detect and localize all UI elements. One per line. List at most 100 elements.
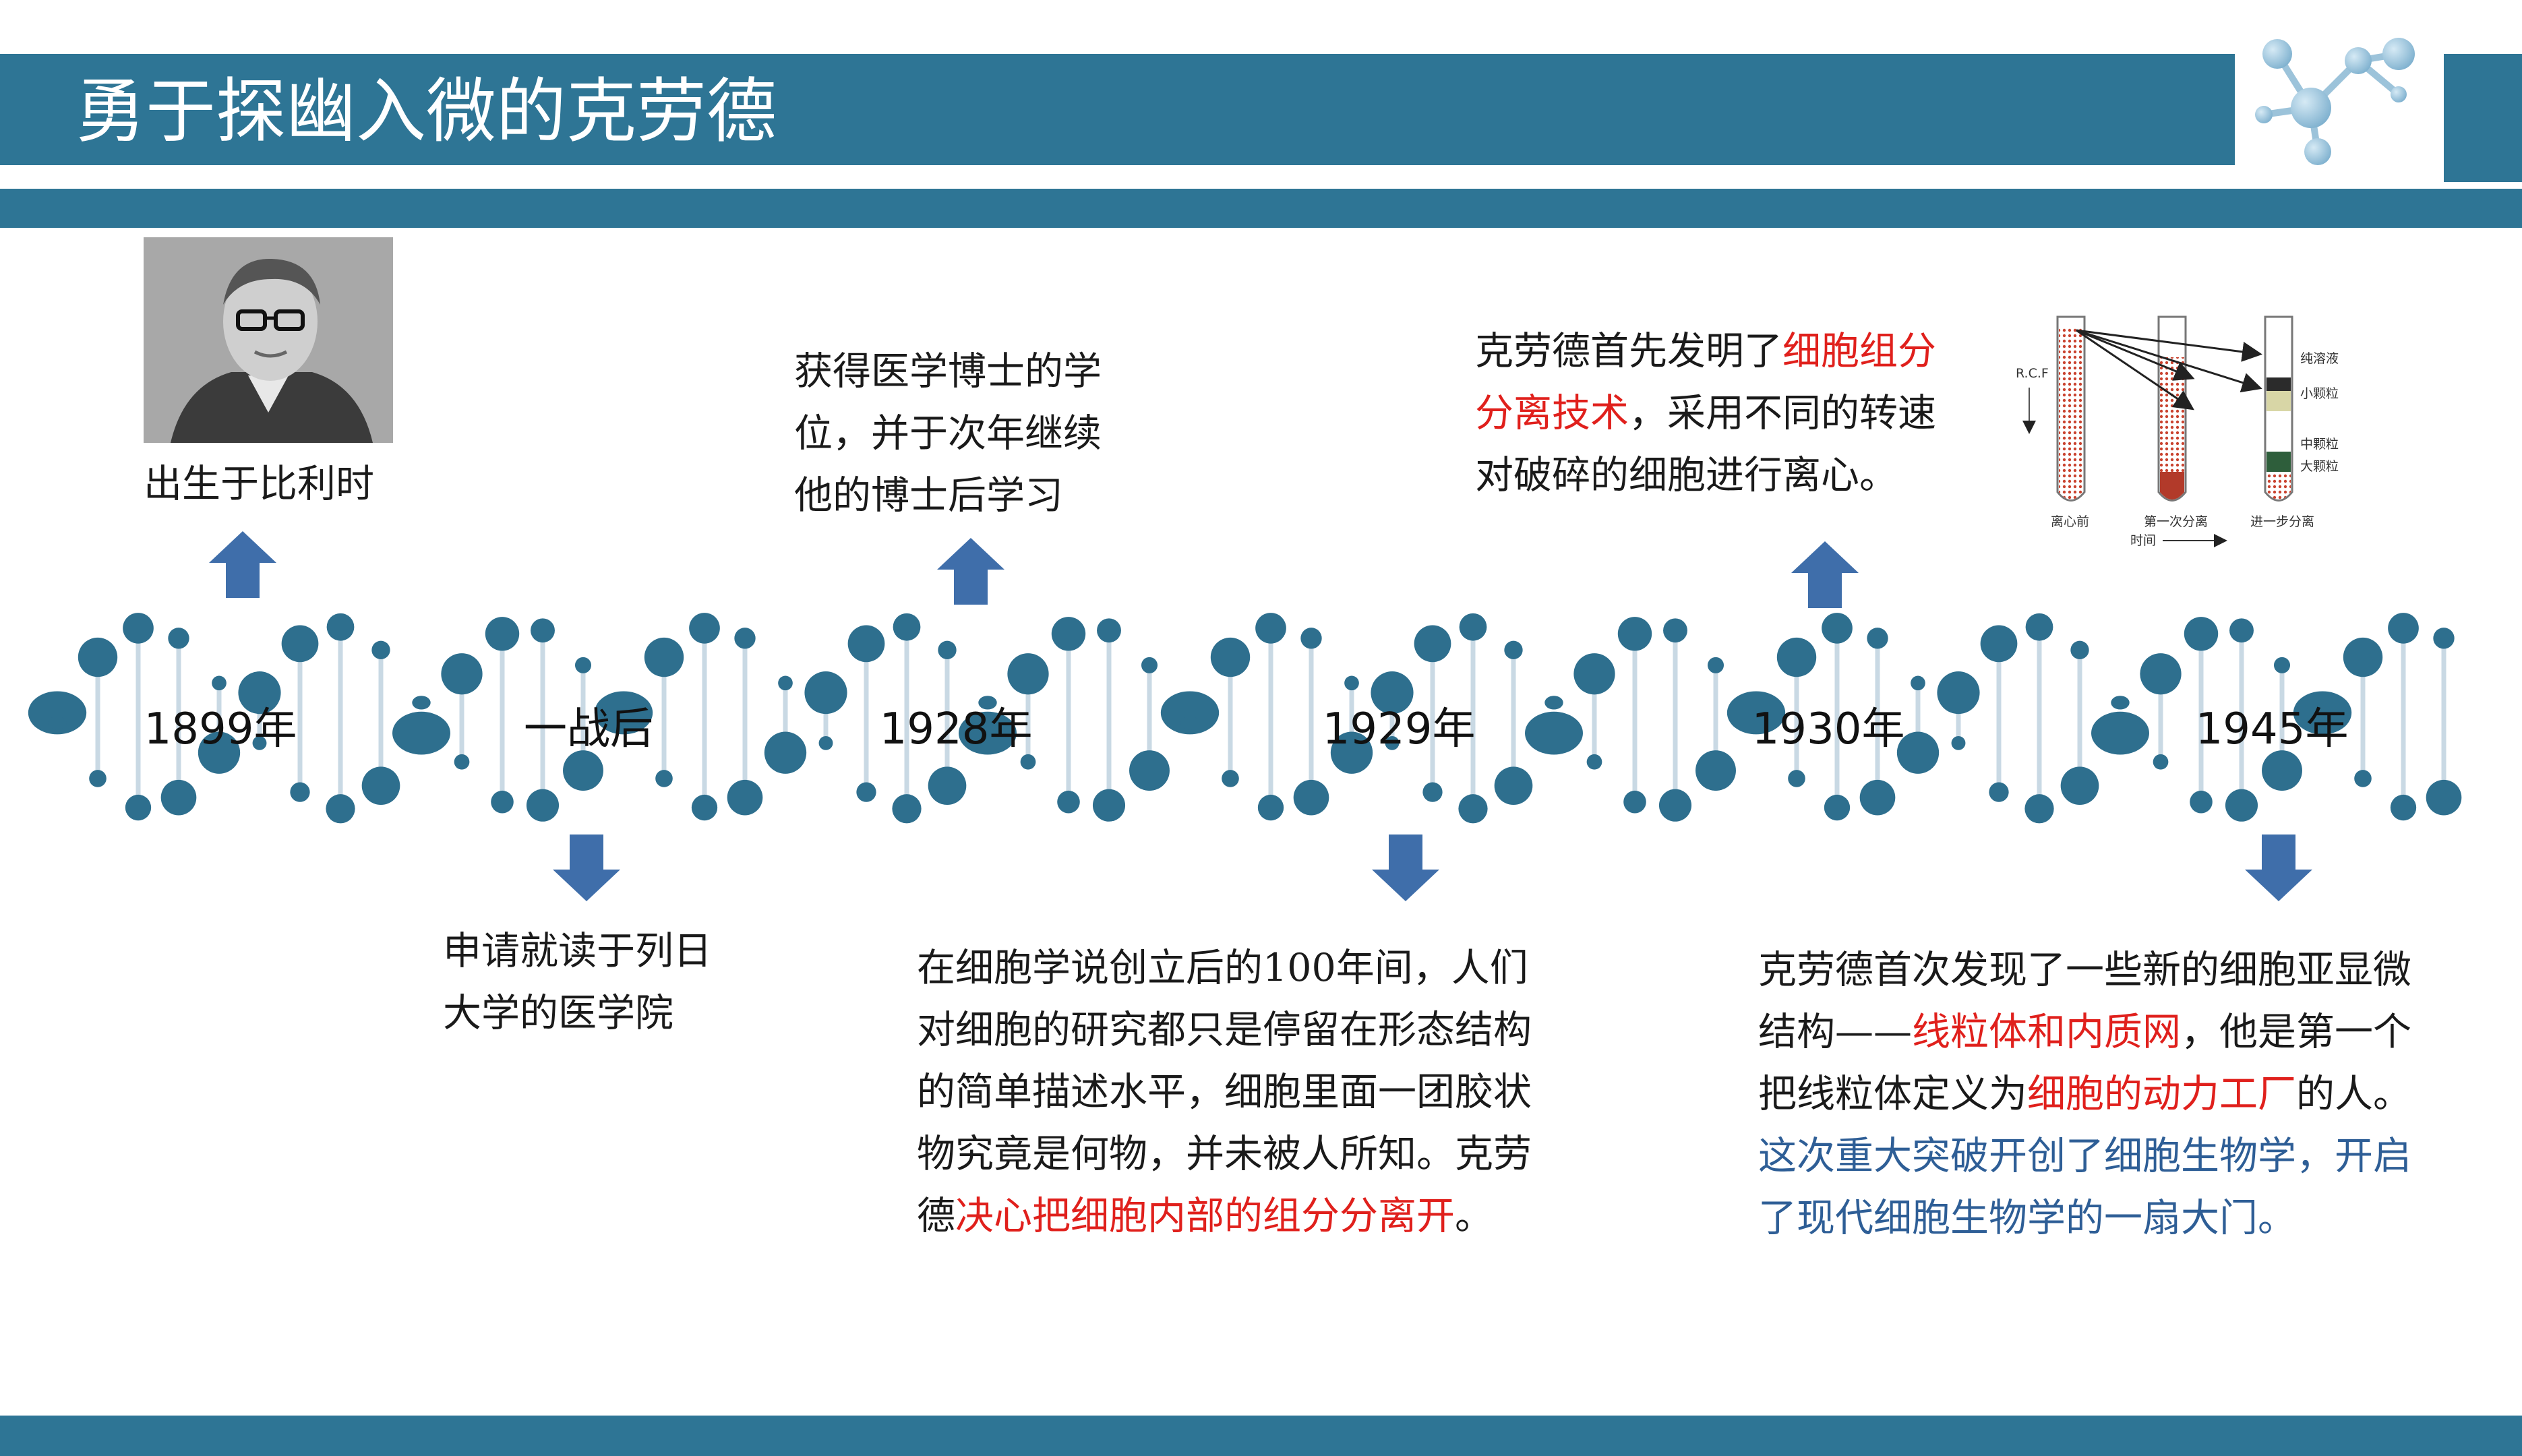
dna-node bbox=[485, 617, 520, 651]
dna-node bbox=[2390, 794, 2417, 821]
dna-node bbox=[818, 735, 833, 750]
dna-node bbox=[1663, 618, 1687, 643]
highlight-text: 线粒体和内质网 bbox=[1912, 1010, 2181, 1054]
dna-node bbox=[978, 696, 997, 710]
dna-node bbox=[2025, 613, 2053, 641]
dna-node bbox=[2070, 640, 2089, 660]
dna-node bbox=[1414, 625, 1451, 663]
molecule-logo-icon bbox=[2255, 38, 2415, 165]
timeline-year-1929: 1929年 bbox=[1322, 704, 1476, 754]
dna-node bbox=[2426, 779, 2462, 816]
svg-text:中颗粒: 中颗粒 bbox=[2300, 437, 2339, 452]
dna-node bbox=[1051, 617, 1086, 651]
dna-node bbox=[1707, 657, 1724, 673]
arrow-down-icon bbox=[2245, 835, 2312, 901]
dna-node bbox=[1330, 731, 1373, 774]
arrow-down-icon bbox=[553, 835, 620, 901]
dna-node bbox=[2024, 794, 2054, 824]
event-1929-text: 在细胞学说创立后的100年间，人们 对细胞的研究都只是停留在形态结构 的简单描述… bbox=[917, 946, 1532, 1238]
dna-node bbox=[1180, 716, 1199, 730]
dna-node bbox=[125, 794, 152, 821]
dna-node bbox=[212, 675, 227, 691]
dna-node bbox=[326, 613, 355, 641]
dna-node bbox=[526, 789, 560, 822]
dna-node bbox=[1695, 750, 1736, 791]
dna-node bbox=[1937, 671, 1980, 715]
dna-node bbox=[1020, 754, 1036, 770]
dna-node bbox=[1092, 789, 1126, 822]
dna-node bbox=[1867, 628, 1888, 649]
timeline-year-1945: 1945年 bbox=[2195, 704, 2349, 754]
centrifuge-figure: R.C.F 纯溶液 小颗粒 中颗粒 大颗粒 离心前 第一次分离 进一步分离 时间 bbox=[2002, 290, 2353, 559]
page-title: 勇于探幽入微的克劳德 bbox=[76, 70, 777, 152]
dna-node bbox=[1727, 691, 1786, 735]
arrow-down-icon bbox=[1372, 835, 1439, 901]
footer-bar bbox=[0, 1416, 2522, 1456]
dna-node bbox=[1859, 779, 1896, 816]
dna-node bbox=[563, 750, 603, 791]
dna-node bbox=[491, 790, 514, 814]
dna-node bbox=[1097, 618, 1121, 643]
arrow-up-icon bbox=[1791, 541, 1859, 608]
dna-node bbox=[2184, 617, 2219, 651]
dna-node bbox=[1658, 789, 1692, 822]
dna-node bbox=[1573, 653, 1615, 695]
dna-node bbox=[1344, 675, 1359, 691]
dna-node bbox=[1617, 617, 1652, 651]
dna-node bbox=[198, 731, 241, 774]
dna-node bbox=[1210, 637, 1251, 677]
dna-node bbox=[1911, 675, 1925, 691]
dna-node bbox=[371, 640, 390, 660]
dna-node bbox=[1160, 691, 1220, 735]
dna-node bbox=[1776, 637, 1817, 677]
dna-node bbox=[1494, 766, 1533, 805]
dna-node bbox=[290, 782, 310, 802]
dna-node bbox=[160, 779, 197, 816]
dna-node bbox=[734, 628, 756, 649]
header-band bbox=[0, 189, 2522, 228]
dna-node bbox=[804, 671, 847, 715]
dna-node bbox=[893, 613, 921, 641]
dna-node bbox=[238, 671, 281, 715]
timeline-year-1928: 1928年 bbox=[879, 704, 1033, 754]
dna-node bbox=[2225, 789, 2258, 822]
dna-node bbox=[361, 766, 400, 805]
dna-node bbox=[1525, 711, 1583, 755]
event-postwar-text: 申请就读于列日 大学的医学院 bbox=[443, 929, 712, 1035]
dna-node bbox=[1057, 790, 1080, 814]
dna-node bbox=[2388, 613, 2419, 644]
dna-node bbox=[2313, 716, 2332, 730]
dna-node bbox=[2140, 653, 2182, 695]
dna-node bbox=[1422, 782, 1443, 802]
timeline-year-1899: 1899年 bbox=[144, 704, 297, 754]
dna-node bbox=[1385, 735, 1400, 750]
dna-node bbox=[1255, 613, 1286, 644]
dna-node bbox=[2343, 637, 2383, 677]
portrait-photo bbox=[144, 237, 393, 443]
dna-node bbox=[1222, 770, 1239, 787]
dna-node bbox=[1788, 770, 1805, 787]
dna-node bbox=[123, 613, 154, 644]
header-side-strip bbox=[2444, 54, 2522, 182]
dna-node bbox=[48, 716, 67, 730]
highlight-text: 细胞组分 bbox=[1782, 329, 1936, 373]
dna-node bbox=[2153, 754, 2169, 770]
svg-text:大颗粒: 大颗粒 bbox=[2300, 459, 2339, 474]
dna-node bbox=[764, 731, 807, 774]
dna-node bbox=[1980, 625, 2018, 663]
dna-node bbox=[1544, 696, 1563, 710]
dna-node bbox=[531, 618, 555, 643]
dna-node bbox=[847, 625, 885, 663]
highlight-text: 细胞的动力工厂 bbox=[2027, 1072, 2296, 1116]
dna-node bbox=[2262, 750, 2302, 791]
dna-node bbox=[1371, 671, 1414, 715]
dna-node bbox=[441, 653, 483, 695]
dna-node bbox=[1458, 794, 1488, 824]
dna-node bbox=[644, 637, 684, 677]
dna-node bbox=[2273, 657, 2291, 673]
dna-node bbox=[2354, 770, 2372, 787]
dna-node bbox=[1824, 794, 1851, 821]
dna-node bbox=[691, 794, 718, 821]
dna-node bbox=[168, 628, 189, 649]
dna-node bbox=[412, 696, 431, 710]
